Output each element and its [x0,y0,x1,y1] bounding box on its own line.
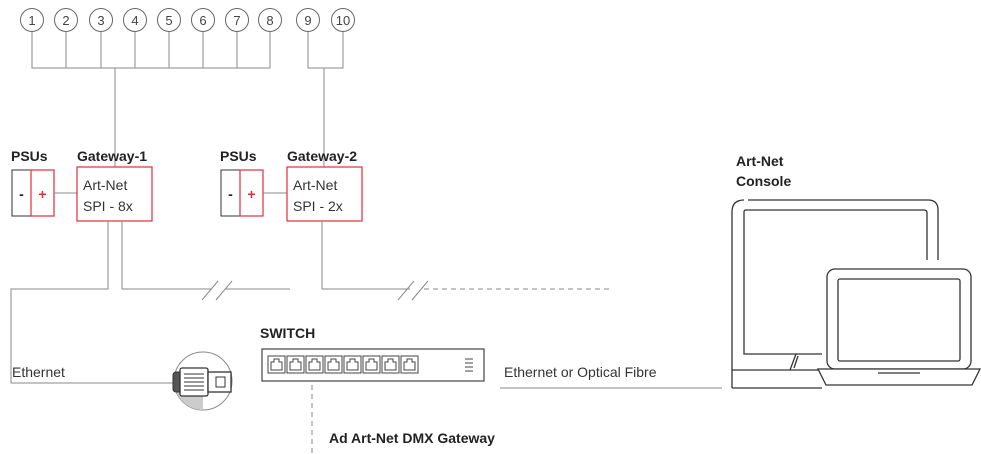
universe-number-8: 8 [266,13,273,28]
switch-port-1 [267,355,286,374]
gateway-1-heading: Gateway-1 [77,148,147,164]
switch-port-4 [324,355,343,374]
universe-bus-gateway-1 [31,32,271,167]
dmx-gateway-label: Ad Art-Net DMX Gateway [329,430,495,446]
universe-bus-gateway-2 [307,32,344,167]
switch-port-8 [400,355,419,374]
universe-circle-9: 9 [296,8,320,32]
switch-port-3 [305,355,324,374]
universe-circle-8: 8 [258,8,282,32]
gateway-1-protocol: Art-Net [83,177,127,193]
universe-circle-2: 2 [54,8,78,32]
gateway-1-ethernet-run [10,221,290,384]
gateway-2-outputs: SPI - 2x [293,198,343,214]
gateway-2-ethernet-run [321,221,612,301]
ethernet-or-fibre-label: Ethernet or Optical Fibre [504,364,657,380]
gateway-2-heading: Gateway-2 [287,148,357,164]
switch-ports [267,355,419,374]
console-heading-line-1: Art-Net [736,153,784,169]
psu-2-heading: PSUs [220,148,257,164]
universe-circle-5: 5 [157,8,181,32]
ethernet-label: Ethernet [12,364,65,380]
gateway-1-box: Art-Net SPI - 8x [76,166,153,222]
rj45-connector-icon [172,351,233,411]
psu-2-minus-sign: - [228,186,233,202]
psu-1-plus-sign: + [38,186,46,202]
gateway-1-outputs: SPI - 8x [83,198,133,214]
psu-1-heading: PSUs [11,148,48,164]
universe-number-3: 3 [97,13,104,28]
universe-number-1: 1 [28,13,35,28]
desktop-monitor-icon [731,199,939,389]
universe-circle-10: 10 [331,8,355,32]
switch-port-6 [362,355,381,374]
switch-port-5 [343,355,362,374]
universe-circle-1: 1 [20,8,44,32]
universe-number-9: 9 [304,13,311,28]
switch-port-2 [286,355,305,374]
universe-circles: 1 2 3 4 5 6 7 8 [20,8,355,32]
laptop-icon [816,268,981,386]
switch-label: SWITCH [260,325,315,341]
psu-1-minus-sign: - [19,186,24,202]
psu-2-plus-sign: + [247,186,255,202]
switch-vent-icon [465,358,473,372]
universe-circle-3: 3 [89,8,113,32]
universe-number-7: 7 [233,13,240,28]
universe-number-10: 10 [336,13,350,28]
universe-number-4: 4 [131,13,138,28]
universe-circle-7: 7 [225,8,249,32]
universe-number-2: 2 [62,13,69,28]
psu-1: - + [11,169,55,217]
universe-circle-6: 6 [191,8,215,32]
universe-number-6: 6 [199,13,206,28]
universe-number-5: 5 [165,13,172,28]
network-switch [261,348,485,382]
universe-circle-4: 4 [123,8,147,32]
switch-port-7 [381,355,400,374]
console-heading-line-2: Console [736,173,791,189]
gateway-2-box: Art-Net SPI - 2x [286,166,363,222]
gateway-2-protocol: Art-Net [293,177,337,193]
psu-2: - + [220,169,264,217]
